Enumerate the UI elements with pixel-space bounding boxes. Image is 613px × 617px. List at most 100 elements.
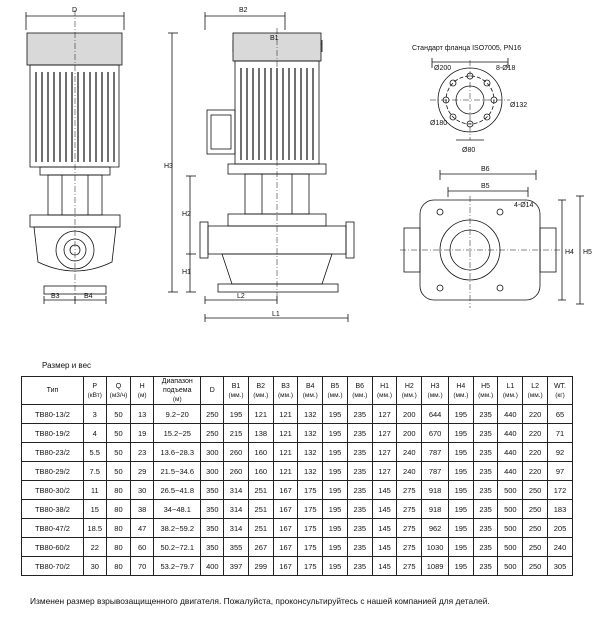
table-cell-wt: 172 xyxy=(546,480,574,500)
table-cell-range: 13.6~28.3 xyxy=(153,442,202,462)
column-name: Тип xyxy=(46,387,59,394)
table-cell-p: 22 xyxy=(82,537,107,557)
table-cell-l2: 250 xyxy=(522,480,548,500)
table-cell-h1: 127 xyxy=(371,423,398,443)
table-cell-h4: 195 xyxy=(447,461,474,481)
table-cell-h5: 235 xyxy=(472,537,499,557)
table-cell-h3: 644 xyxy=(421,404,449,424)
column-unit: (мм.) xyxy=(527,391,543,399)
table-cell-p: 7.5 xyxy=(82,461,107,481)
table-cell-b6: 235 xyxy=(346,499,373,519)
table-cell-l1: 500 xyxy=(497,537,524,557)
column-name: H2 xyxy=(404,382,414,390)
table-cell-b4: 175 xyxy=(297,518,324,538)
table-cell-b1: 314 xyxy=(223,499,249,519)
table-cell-b5: 195 xyxy=(322,404,348,424)
table-cell-b4: 175 xyxy=(297,499,324,519)
table-cell-b2: 251 xyxy=(247,480,274,500)
column-header-p: P(кВт) xyxy=(82,376,107,405)
table-cell-h5: 235 xyxy=(472,461,499,481)
table-cell-h4: 195 xyxy=(447,499,474,519)
table-cell-wt: 65 xyxy=(546,404,574,424)
table-cell-h2: 275 xyxy=(396,499,423,519)
column-unit: (мм.) xyxy=(302,391,318,399)
column-header-h1: H1(мм.) xyxy=(371,376,398,405)
table-cell-p: 15 xyxy=(82,499,107,519)
table-cell-b4: 132 xyxy=(297,404,324,424)
column-unit: (мм.) xyxy=(401,391,417,399)
column-name: B2 xyxy=(256,382,266,390)
table-cell-h3: 670 xyxy=(421,423,449,443)
label-d132: Ø132 xyxy=(510,102,527,109)
table-cell-b3: 167 xyxy=(272,480,299,500)
label-b6: B6 xyxy=(481,166,490,173)
table-cell-d: 250 xyxy=(200,404,225,424)
table-cell-wt: 305 xyxy=(546,556,574,576)
table-cell-h5: 235 xyxy=(472,404,499,424)
column-unit: (мм.) xyxy=(377,391,393,399)
pump-dimension-drawing: D B2 B1 H3 H2 H1 L2 L1 B3 B4 Стандарт фл… xyxy=(25,7,592,322)
table-cell-d: 250 xyxy=(200,423,225,443)
table-cell-h1: 127 xyxy=(371,404,398,424)
table-cell-b3: 121 xyxy=(272,423,299,443)
table-cell-h5: 235 xyxy=(472,556,499,576)
table-title: Размер и вес xyxy=(42,361,92,370)
table-cell-range: 26.5~41.8 xyxy=(153,480,202,500)
label-d180: Ø180 xyxy=(430,120,447,127)
table-cell-q: 80 xyxy=(105,556,132,576)
table-cell-b3: 167 xyxy=(272,518,299,538)
label-l2: L2 xyxy=(237,293,245,300)
table-cell-b2: 138 xyxy=(247,423,274,443)
table-cell-d: 300 xyxy=(200,461,225,481)
table-cell-l1: 440 xyxy=(497,423,524,443)
table-cell-l1: 500 xyxy=(497,518,524,538)
table-cell-h5: 235 xyxy=(472,423,499,443)
table-cell-h2: 275 xyxy=(396,480,423,500)
table-cell-h1: 145 xyxy=(371,499,398,519)
column-name: H xyxy=(139,382,145,390)
table-cell-wt: 205 xyxy=(546,518,574,538)
table-cell-b5: 195 xyxy=(322,499,348,519)
column-header-range: Диапазон подъема(м) xyxy=(153,376,202,405)
column-header-b5: B5(мм.) xyxy=(322,376,348,405)
table-cell-h1: 127 xyxy=(371,442,398,462)
table-cell-b5: 195 xyxy=(322,537,348,557)
table-cell-h3: 918 xyxy=(421,499,449,519)
table-cell-l2: 250 xyxy=(522,556,548,576)
table-cell-b4: 175 xyxy=(297,537,324,557)
table-cell-b6: 235 xyxy=(346,480,373,500)
table-cell-b2: 267 xyxy=(247,537,274,557)
table-cell-h2: 240 xyxy=(396,461,423,481)
table-cell-wt: 71 xyxy=(546,423,574,443)
table-cell-b1: 355 xyxy=(223,537,249,557)
table-cell-b4: 175 xyxy=(297,556,324,576)
table-cell-h4: 195 xyxy=(447,537,474,557)
column-name: H4 xyxy=(456,382,466,390)
table-cell-q: 80 xyxy=(105,499,132,519)
table-cell-b6: 235 xyxy=(346,518,373,538)
column-header-type: Тип xyxy=(21,376,84,405)
column-name: B3 xyxy=(281,382,290,390)
column-unit: (мм.) xyxy=(453,391,469,399)
label-8x18: 8-Ø18 xyxy=(496,65,516,72)
table-cell-h5: 235 xyxy=(472,480,499,500)
table-cell-d: 350 xyxy=(200,537,225,557)
table-cell-type: TB80-47/2 xyxy=(21,518,84,538)
column-header-h4: H4(мм.) xyxy=(447,376,474,405)
table-cell-h1: 145 xyxy=(371,480,398,500)
table-cell-b4: 132 xyxy=(297,461,324,481)
label-d: D xyxy=(72,7,77,14)
table-cell-type: TB80-60/2 xyxy=(21,537,84,557)
table-cell-b2: 121 xyxy=(247,404,274,424)
table-cell-b4: 132 xyxy=(297,442,324,462)
column-header-b2: B2(мм.) xyxy=(247,376,274,405)
table-cell-q: 50 xyxy=(105,404,132,424)
column-header-b1: B1(мм.) xyxy=(223,376,249,405)
column-name: H1 xyxy=(380,382,390,390)
